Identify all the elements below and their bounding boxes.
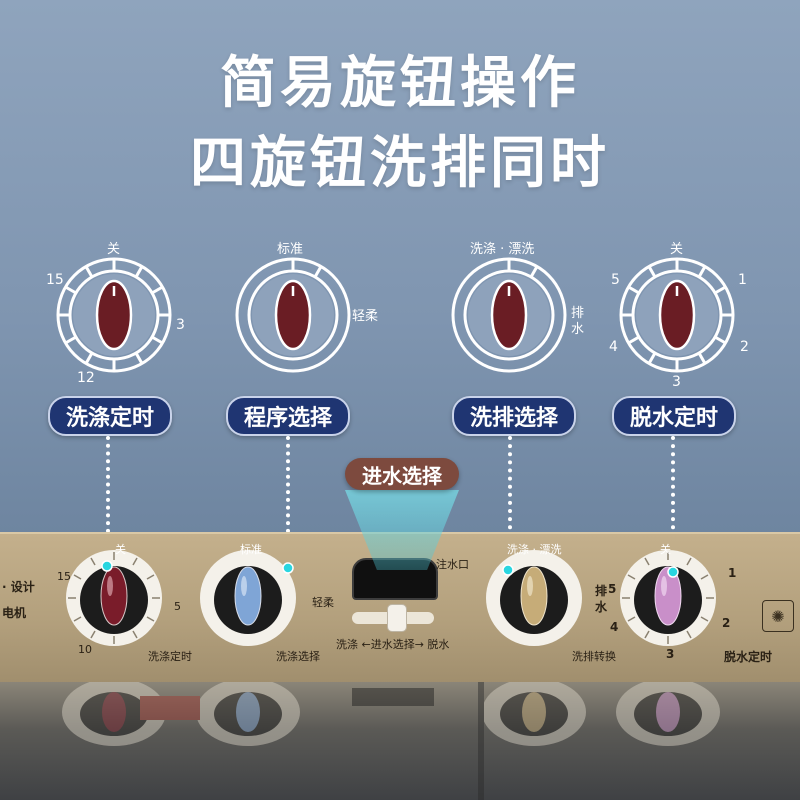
inlet-select-label: 洗涤 ←进水选择→ 脱水 — [336, 638, 450, 651]
wash-drain-dial-icon — [451, 257, 567, 373]
knob4-1: 1 — [728, 566, 737, 580]
spin-num-4: 4 — [609, 339, 618, 355]
spin-timer-pill: 脱水定时 — [612, 396, 736, 436]
wash-timer-num-12: 12 — [77, 370, 95, 386]
spin-num-2: 2 — [740, 339, 749, 355]
knob1-10: 10 — [78, 643, 92, 656]
wash-drain-pill: 洗排选择 — [452, 396, 576, 436]
wash-drain-dial-diagram — [450, 256, 568, 374]
program-standard-label: 标准 — [277, 242, 304, 257]
spin-timer-connector — [671, 436, 675, 570]
wash-timer-num-3: 3 — [176, 317, 185, 333]
program-connector — [286, 436, 290, 564]
wash-timer-knob[interactable] — [64, 548, 164, 648]
wash-timer-dial-diagram — [55, 256, 173, 374]
knob2-standard: 标准 — [240, 543, 262, 556]
machine-text: 电机 — [2, 606, 27, 620]
knob2-gentle: 轻柔 — [312, 596, 334, 609]
knob2-label: 洗涤选择 — [276, 650, 320, 663]
program-dial-diagram — [234, 256, 352, 374]
certification-emblem-icon: ✺ — [762, 600, 794, 632]
program-knob[interactable] — [198, 548, 298, 648]
wash-timer-pill: 洗涤定时 — [48, 396, 172, 436]
wash-timer-dial-icon — [56, 257, 172, 373]
knob1-label: 洗涤定时 — [148, 650, 192, 663]
design-text: · 设计 — [2, 580, 35, 594]
knob4-2: 2 — [722, 616, 731, 630]
knob4-off: 关 — [660, 543, 671, 556]
wash-rinse-label: 洗涤 · 漂洗 — [470, 242, 535, 257]
spin-num-1: 1 — [738, 272, 747, 288]
knob4-label: 脱水定时 — [724, 650, 773, 664]
knob4-5: 5 — [608, 582, 617, 596]
program-pill: 程序选择 — [226, 396, 350, 436]
inlet-selector-handle[interactable] — [387, 604, 407, 632]
glass-reflection — [0, 682, 800, 800]
spin-timer-knob[interactable] — [618, 548, 718, 648]
wash-drain-knob[interactable] — [484, 548, 584, 648]
knob3-drain-1: 排 — [595, 584, 608, 598]
inlet-select-pill: 进水选择 — [345, 458, 459, 490]
headline-line-2: 四旋钮洗排同时 — [190, 131, 610, 196]
wash-timer-connector — [106, 436, 110, 564]
knob3-label: 洗排转换 — [572, 650, 616, 663]
inlet-port-label: 注水口 — [436, 558, 469, 571]
spin-off-label: 关 — [670, 242, 684, 257]
knob3-wash-rinse: 洗涤 · 漂洗 — [507, 543, 562, 556]
knob3-drain-2: 水 — [595, 600, 608, 614]
spin-timer-dial-icon — [619, 257, 735, 373]
drain-label-1: 排 — [571, 306, 585, 321]
wash-timer-off-label: 关 — [107, 242, 121, 257]
drain-label-2: 水 — [571, 322, 585, 337]
knob1-5: 5 — [174, 600, 181, 613]
program-gentle-label: 轻柔 — [352, 309, 379, 324]
spin-timer-dial-diagram — [618, 256, 736, 374]
wash-drain-connector — [508, 436, 512, 570]
knob4-4: 4 — [610, 620, 619, 634]
spin-num-5: 5 — [611, 272, 620, 288]
knob4-3: 3 — [666, 647, 675, 661]
wash-timer-num-15: 15 — [46, 272, 64, 288]
knob1-off: 关 — [115, 543, 126, 556]
program-dial-icon — [235, 257, 351, 373]
spin-num-3: 3 — [672, 374, 681, 390]
knob1-15: 15 — [57, 570, 71, 583]
headline-line-1: 简易旋钮操作 — [220, 51, 580, 116]
